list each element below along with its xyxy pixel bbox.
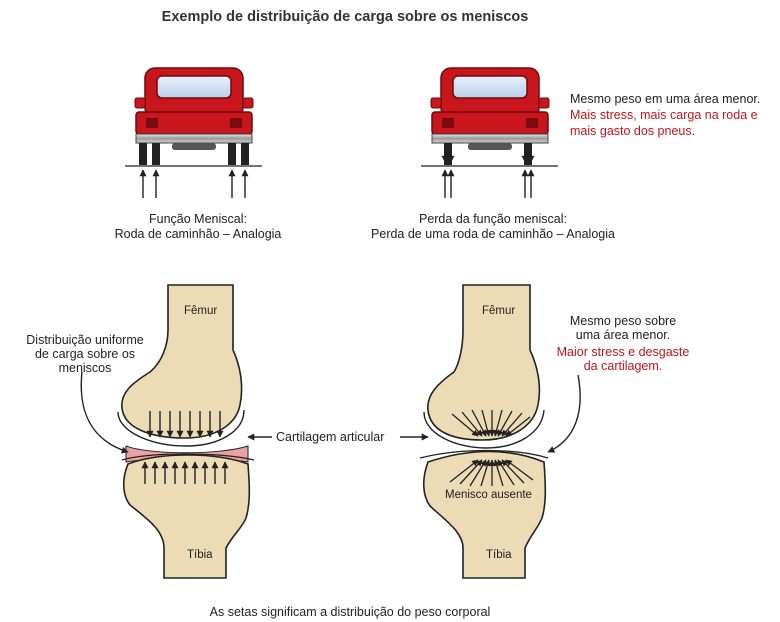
- knee-right-note-line2: uma área menor.: [538, 328, 708, 342]
- knee-left-note: Distribuição uniforme de carga sobre os …: [10, 333, 160, 375]
- knee-right-note-red1: Maior stress e desgaste: [538, 345, 708, 359]
- femur-label-left: Fêmur: [184, 304, 217, 319]
- truck-left: [125, 68, 262, 198]
- knee-left-note-line1: Distribuição uniforme: [10, 333, 160, 347]
- truck-left-caption: Função Meniscal: Roda de caminhão – Anal…: [108, 212, 288, 242]
- tibia-label-left: Tíbia: [187, 548, 213, 563]
- missing-meniscus-label: Menisco ausente: [445, 488, 532, 503]
- truck-right-caption: Perda da função meniscal: Perda de uma r…: [350, 212, 636, 242]
- knee-left: [81, 285, 254, 578]
- truck-right-note: Mesmo peso em uma área menor. Mais stres…: [570, 91, 760, 139]
- truck-right: [421, 68, 558, 198]
- truck-note-red2: mais gasto dos pneus.: [570, 123, 760, 139]
- knee-right-note-line1: Mesmo peso sobre: [538, 314, 708, 328]
- knee-right-note: Mesmo peso sobre uma área menor. Maior s…: [538, 314, 708, 373]
- knee-left-note-line3: meniscos: [10, 361, 160, 375]
- knee-right-note-red2: da cartilagem.: [538, 359, 708, 373]
- truck-right-caption-line1: Perda da função meniscal:: [350, 212, 636, 227]
- truck-note-line1: Mesmo peso em uma área menor.: [570, 91, 760, 107]
- cartilage-label: Cartilagem articular: [276, 430, 384, 445]
- truck-note-red1: Mais stress, mais carga na roda e: [570, 107, 760, 123]
- truck-left-caption-line1: Função Meniscal:: [108, 212, 288, 227]
- truck-left-caption-line2: Roda de caminhão – Analogia: [108, 227, 288, 242]
- truck-right-caption-line2: Perda de uma roda de caminhão – Analogia: [350, 227, 636, 242]
- tibia-label-right: Tíbia: [486, 548, 512, 563]
- femur-label-right: Fêmur: [482, 304, 515, 319]
- bottom-caption: As setas significam a distribuição do pe…: [0, 605, 700, 620]
- knee-left-note-line2: de carga sobre os: [10, 347, 160, 361]
